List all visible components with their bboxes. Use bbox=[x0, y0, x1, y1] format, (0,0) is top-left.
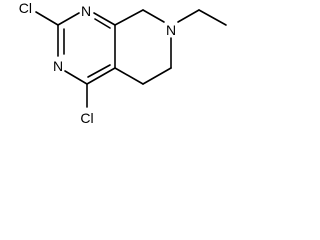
bond-c4a-c8a-double bbox=[87, 64, 111, 78]
bond-c8a-n1 bbox=[64, 70, 88, 85]
chemical-structure-diagram: Cl N N Cl N bbox=[19, 0, 227, 126]
atom-label-n-amine: N bbox=[166, 22, 176, 38]
atom-label-cl-top: Cl bbox=[19, 0, 32, 16]
atom-label-n-ring-top: N bbox=[81, 3, 91, 19]
bond-c5-c4a bbox=[114, 67, 144, 85]
bond-ethyl-ch2-ch3 bbox=[198, 9, 227, 26]
atom-label-n-ring-left: N bbox=[53, 58, 63, 74]
bond-c8-n7 bbox=[142, 9, 165, 23]
bond-n7-ethyl-ch2 bbox=[177, 9, 200, 23]
bond-c6-c5 bbox=[142, 67, 172, 85]
atom-label-cl-bottom: Cl bbox=[80, 110, 93, 126]
bond-c4-c8 bbox=[114, 9, 144, 26]
bond-c4a-c8a bbox=[86, 67, 116, 85]
bond-c2-n3 bbox=[57, 12, 80, 26]
bond-n3-c4-double bbox=[94, 18, 111, 29]
bond-n3-c4 bbox=[93, 12, 116, 26]
bond-c2-cl bbox=[35, 11, 59, 26]
